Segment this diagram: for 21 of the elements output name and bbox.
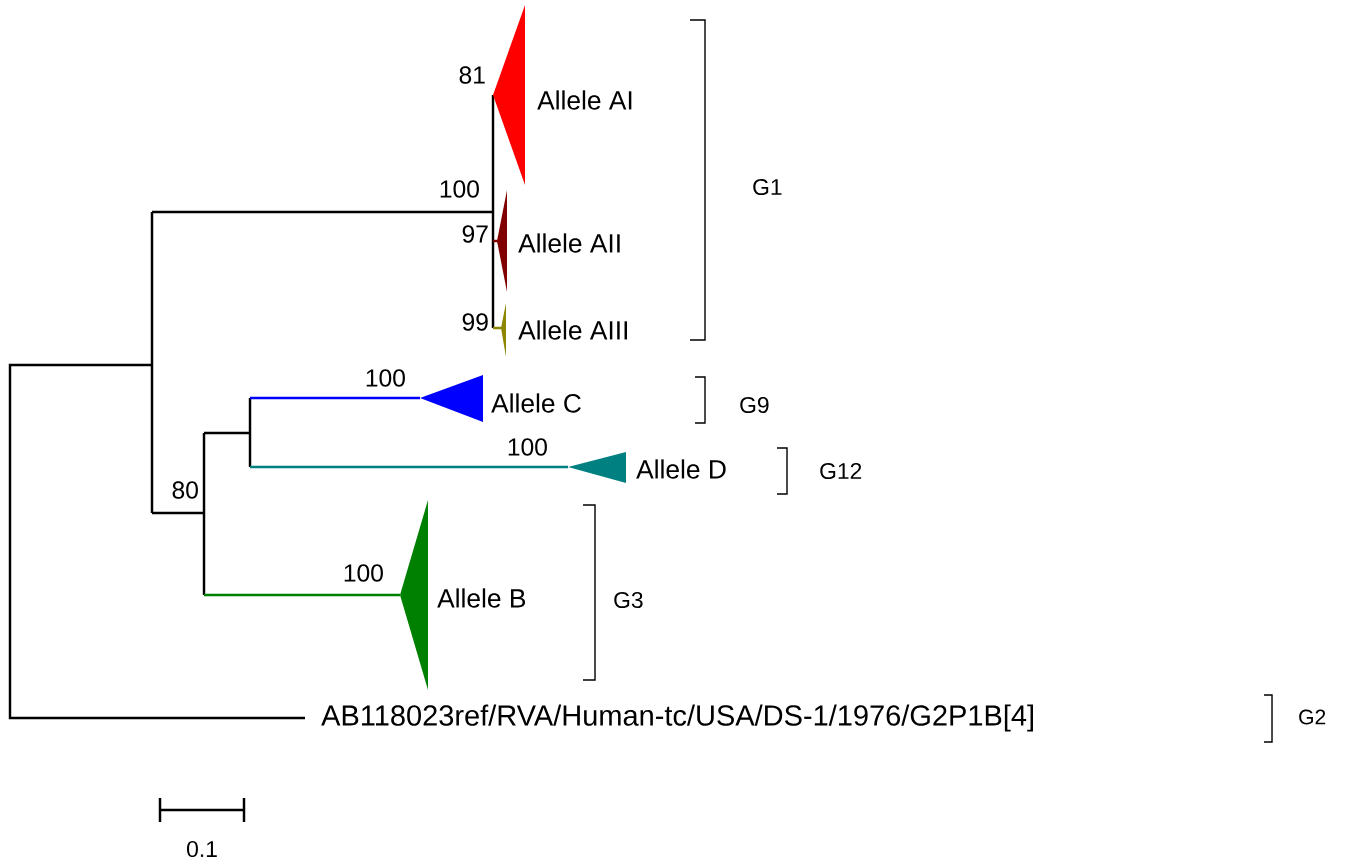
bootstrap-value: 97 — [462, 225, 488, 243]
clade-label: Allele AI — [537, 90, 632, 110]
scale-label: 0.1 — [187, 840, 217, 858]
bootstrap-value: 81 — [459, 66, 485, 84]
group-label: G1 — [753, 178, 782, 196]
bootstrap-value: 80 — [172, 481, 198, 499]
clade-label: Allele AII — [518, 233, 620, 253]
bootstrap-value: 100 — [344, 564, 383, 582]
clade-label: Allele AIII — [518, 320, 627, 340]
leaf-label: AB118023ref/RVA/Human-tc/USA/DS-1/1976/G2P1B[4] — [321, 704, 1033, 732]
clade-label: Allele C — [491, 393, 581, 413]
group-label: G2 — [1299, 709, 1326, 725]
clade-label: Allele D — [636, 459, 726, 479]
group-label: G3 — [614, 591, 643, 609]
bootstrap-value: 100 — [508, 438, 547, 456]
bootstrap-value: 100 — [440, 180, 479, 198]
bootstrap-value: 100 — [366, 369, 405, 387]
clade-label: Allele B — [437, 588, 526, 608]
group-label: G12 — [820, 462, 862, 480]
group-label: G9 — [740, 396, 769, 414]
bootstrap-value: 99 — [462, 313, 488, 331]
